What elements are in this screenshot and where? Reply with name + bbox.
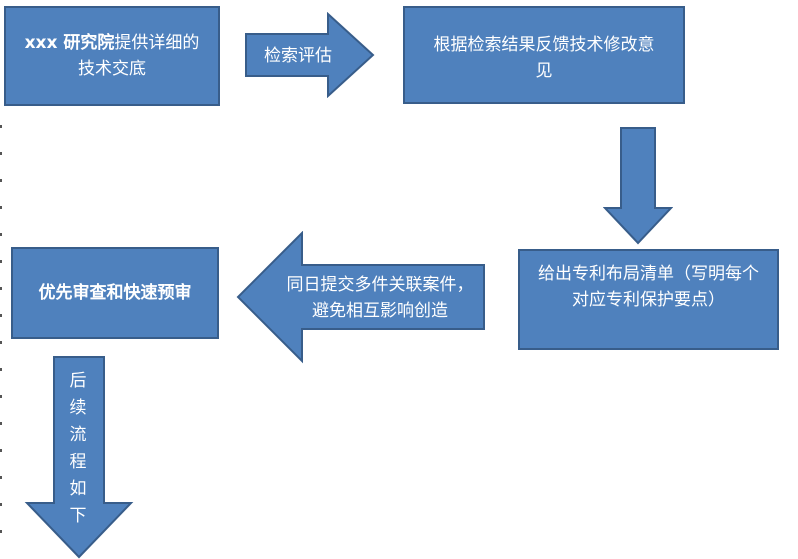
arrow-down-to-patent-list bbox=[603, 127, 673, 245]
arrow-search-evaluation bbox=[245, 12, 375, 98]
follow-up-char-5: 如 bbox=[69, 479, 87, 499]
node-technical-disclosure: xxx 研究院提供详细的技术交底 bbox=[4, 6, 220, 106]
node-feedback-modification-text: 根据检索结果反馈技术修改意见 bbox=[433, 35, 655, 81]
node-priority-examination-text: 优先审查和快速预审 bbox=[38, 283, 192, 303]
arrow-search-evaluation-label: 检索评估 bbox=[264, 46, 332, 66]
follow-up-char-2: 续 bbox=[69, 398, 87, 418]
node-feedback-modification: 根据检索结果反馈技术修改意见 bbox=[403, 6, 685, 104]
node-technical-disclosure-text: xxx 研究院提供详细的技术交底 bbox=[24, 30, 200, 82]
follow-up-char-6: 下 bbox=[69, 506, 87, 526]
arrow-follow-up-process bbox=[24, 356, 134, 559]
node-patent-layout-list: 给出专利布局清单（写明每个对应专利保护要点） bbox=[518, 249, 779, 350]
follow-up-char-3: 流 bbox=[69, 425, 87, 445]
left-margin-marks bbox=[0, 120, 4, 550]
follow-up-char-1: 后 bbox=[69, 371, 87, 391]
node-technical-disclosure-body: 提供详细的技术交底 bbox=[78, 33, 200, 79]
node-patent-layout-list-text: 给出专利布局清单（写明每个对应专利保护要点） bbox=[538, 264, 759, 310]
follow-up-char-4: 程 bbox=[69, 452, 87, 472]
arrow-related-filings bbox=[236, 231, 485, 364]
arrow-related-filings-label: 同日提交多件关联案件，避免相互影响创造 bbox=[286, 275, 474, 321]
node-technical-disclosure-prefix: xxx 研究院 bbox=[24, 33, 115, 53]
node-priority-examination: 优先审查和快速预审 bbox=[11, 247, 219, 339]
margin-marks-graphic bbox=[0, 125, 2, 533]
